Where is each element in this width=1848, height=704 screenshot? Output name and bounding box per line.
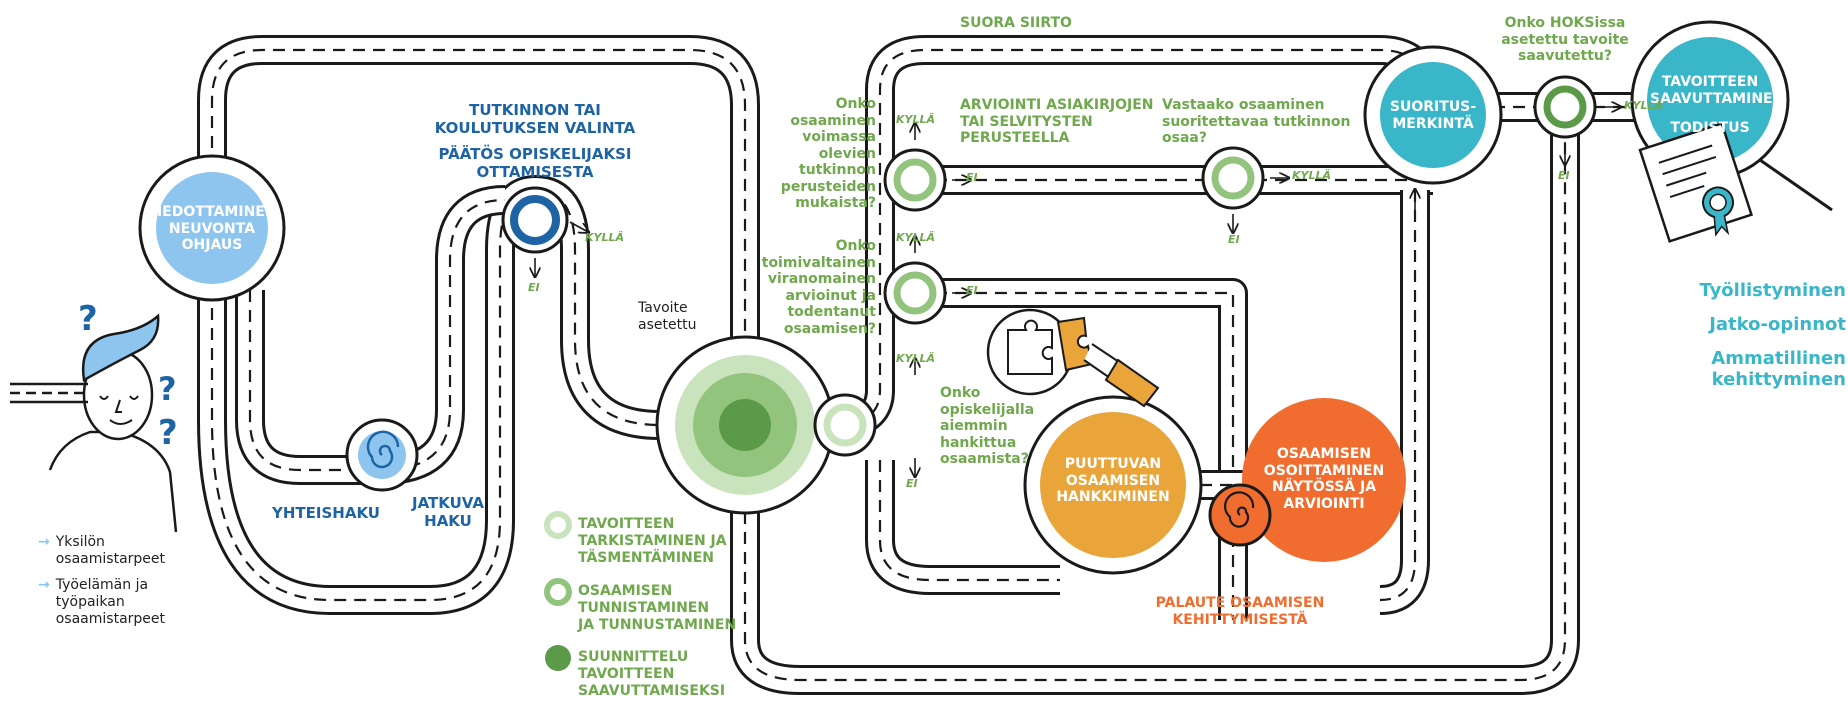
person-icon xyxy=(10,313,178,533)
node-viranomainen-ring xyxy=(883,261,947,325)
node-tiedottaminen xyxy=(138,154,286,302)
label-suora-siirto: SUORA SIIRTO xyxy=(960,15,1072,31)
answer-no-vastaako: EI xyxy=(1228,233,1240,246)
need-text: Työelämän ja työpaikan osaamistarpeet xyxy=(55,577,165,627)
question-mark-3: ? xyxy=(158,413,178,453)
answer-no-hoks: EI xyxy=(1558,169,1570,182)
question-mark-2: ? xyxy=(158,370,177,408)
arrow-icon: → xyxy=(38,534,50,550)
label-palaute: PALAUTE OSAAMISEN KEHITTYMISESTÄ xyxy=(1155,595,1325,628)
legend-suunnittelu: SUUNNITTELU TAVOITTEEN SAAVUTTAMISEKSI xyxy=(578,649,726,699)
need-yksilo: → Yksilön osaamistarpeet xyxy=(38,534,165,568)
road-aiemmin-down xyxy=(865,460,1060,595)
label-valinta-title: TUTKINNON TAI KOULUTUKSEN VALINTA xyxy=(434,101,636,137)
answer-no-valinta: EI xyxy=(528,281,540,294)
node-suoritusmerkinta xyxy=(1363,45,1503,185)
road-bottom xyxy=(730,107,1580,695)
label-valinta-decision: PÄÄTÖS OPISKELIJAKSI OTTAMISESTA xyxy=(438,145,632,181)
answer-no-viranomainen: EI xyxy=(966,284,978,297)
road-outer-loop xyxy=(197,35,760,425)
spiral-icon xyxy=(345,418,419,492)
answer-no-aiemmin: EI xyxy=(906,477,918,490)
road-serpentine xyxy=(197,175,661,615)
label-q-viranomainen: Onko toimivaltainen viranomainen arvioin… xyxy=(761,238,876,337)
puzzle-icon xyxy=(986,308,1160,408)
label-todistus: TODISTUS xyxy=(1670,120,1750,136)
answer-no-voimassa: EI xyxy=(966,171,978,184)
legend-tunnistaminen: OSAAMISEN TUNNISTAMINEN JA TUNNUSTAMINEN xyxy=(578,583,737,633)
answer-yes-voimassa: KYLLÄ xyxy=(896,113,936,126)
node-hoks-ring xyxy=(1533,75,1597,139)
certificate-icon xyxy=(1638,121,1754,243)
need-text: Yksilön osaamistarpeet xyxy=(55,534,165,567)
answer-yes-valinta: KYLLÄ xyxy=(585,231,625,244)
node-voimassa-ring xyxy=(883,148,947,212)
road-suoritus-line xyxy=(1379,190,1430,615)
label-yhteishaku: YHTEISHAKU xyxy=(272,504,380,522)
label-tavoitteen-saavuttaminen: TAVOITTEEN SAAVUTTAMINEN xyxy=(1650,74,1785,107)
node-vastaako-ring xyxy=(1201,146,1265,210)
label-q-voimassa: Onko osaaminen voimassa olevien tutkinno… xyxy=(780,96,876,212)
label-osoittaminen: OSAAMISEN OSOITTAMINEN NÄYTÖSSÄ JA ARVIO… xyxy=(1263,446,1385,512)
node-aiemmin-ring xyxy=(813,393,877,457)
outcome-tyollistyminen: Työllistyminen xyxy=(1699,280,1846,301)
label-suoritusmerkinta: SUORITUS- MERKINTÄ xyxy=(1389,99,1477,132)
direction-arrows xyxy=(535,107,1620,476)
label-tiedottaminen: TIEDOTTAMINEN NEUVONTA OHJAUS xyxy=(147,204,277,254)
label-tavoite-asetettu: Tavoite asetettu xyxy=(638,300,697,333)
answer-yes-viranomainen: KYLLÄ xyxy=(896,231,936,244)
answer-yes-vastaako: KYLLÄ xyxy=(1292,169,1332,182)
label-q-hoks: Onko HOKSissa asetettu tavoite saavutett… xyxy=(1501,15,1629,65)
node-planning-hub xyxy=(655,335,835,515)
answer-yes-aiemmin: KYLLÄ xyxy=(896,352,936,365)
label-q-aiemmin: Onko opiskelijalla aiemmin hankittua osa… xyxy=(940,385,1035,468)
arrow-icon: → xyxy=(38,577,50,593)
road-left-inner xyxy=(235,185,506,485)
label-jatkuva-haku: JATKUVA HAKU xyxy=(412,494,484,530)
need-tyoelama: → Työelämän ja työpaikan osaamistarpeet xyxy=(38,577,165,627)
answer-yes-hoks: KYLLÄ xyxy=(1624,99,1664,112)
legend-symbols xyxy=(544,511,572,671)
label-q-vastaako: Vastaako osaaminen suoritettavaa tutkinn… xyxy=(1162,97,1351,147)
node-valinta xyxy=(501,186,569,254)
node-osoittaminen xyxy=(1242,398,1406,562)
node-palaute-spiral xyxy=(1208,483,1272,547)
outcome-ammatillinen: Ammatillinen kehittyminen xyxy=(1711,348,1846,391)
node-puuttuva xyxy=(1023,395,1203,575)
legend-tarkistaminen: TAVOITTEEN TARKISTAMINEN JA TÄSMENTÄMINE… xyxy=(578,516,727,566)
label-arviointi-asiakirjat: ARVIOINTI ASIAKIRJOJEN TAI SELVITYSTEN P… xyxy=(960,97,1154,147)
question-mark-1: ? xyxy=(78,299,98,339)
label-puuttuva: PUUTTUVAN OSAAMISEN HANKKIMINEN xyxy=(1056,456,1170,506)
outcome-jatko-opinnot: Jatko-opinnot xyxy=(1709,314,1846,335)
